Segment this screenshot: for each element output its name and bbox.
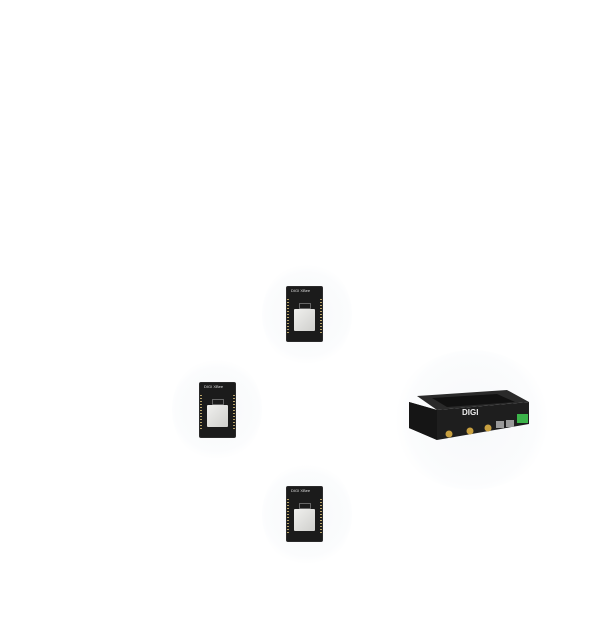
router-vents — [432, 394, 515, 407]
ethernet-port — [496, 421, 504, 428]
digi-logo: DIGI — [462, 408, 478, 417]
xbee-logo: DIGI XBee — [291, 489, 311, 493]
antenna-connector — [445, 430, 453, 438]
xbee-logo: DIGI XBee — [291, 289, 311, 293]
module-chip — [212, 399, 224, 405]
module-pins — [287, 299, 289, 335]
router-front — [409, 402, 529, 440]
module-pins — [233, 395, 235, 431]
xbee-module-left: DIGI XBee — [200, 383, 235, 437]
module-pins — [320, 299, 322, 335]
antenna-connector — [484, 424, 492, 432]
router-side — [409, 402, 437, 440]
power-terminal — [517, 414, 528, 423]
module-chip — [299, 503, 311, 509]
module-chip — [299, 303, 311, 309]
module-rf-shield — [294, 309, 315, 331]
module-rf-shield — [207, 405, 228, 427]
module-pins — [320, 499, 322, 535]
module-pins — [287, 499, 289, 535]
module-rf-shield — [294, 509, 315, 531]
antenna-connector — [466, 427, 474, 435]
xbee-module-top: DIGI XBee — [287, 287, 322, 341]
ethernet-port — [506, 420, 514, 427]
digi-router: DIGI — [409, 390, 529, 440]
xbee-logo: DIGI XBee — [204, 385, 224, 389]
module-pins — [200, 395, 202, 431]
xbee-module-bottom: DIGI XBee — [287, 487, 322, 541]
